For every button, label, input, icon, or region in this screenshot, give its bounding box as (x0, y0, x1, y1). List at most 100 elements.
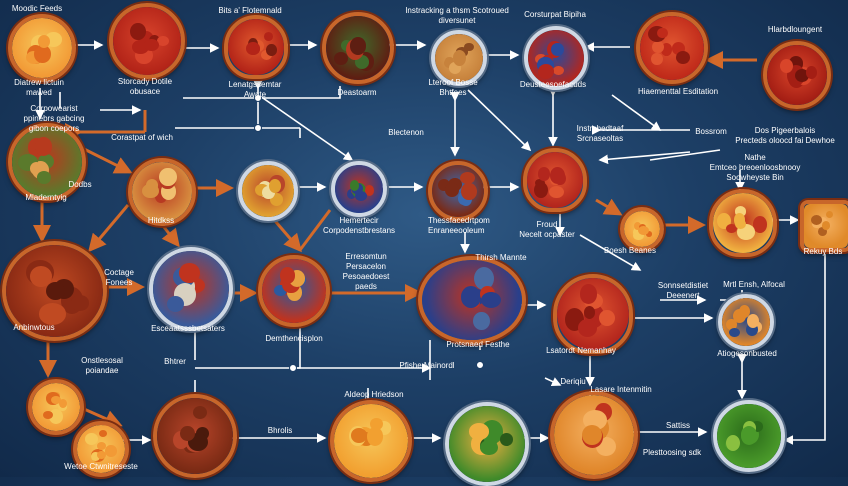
food-piece (91, 451, 100, 462)
food-piece (334, 51, 349, 65)
food-piece (70, 295, 90, 312)
node-29-food-plate (550, 391, 638, 479)
food-piece (366, 427, 383, 446)
node-03-food-plate (224, 15, 288, 79)
connector-arrow (268, 214, 302, 253)
diagram-label-35: Mrtl Ensh, Alfocal (723, 280, 785, 289)
food-piece (780, 59, 794, 73)
node-05-food-plate (431, 30, 487, 86)
food-piece (34, 45, 51, 63)
node-11-food-plate (238, 161, 298, 221)
diagram-label-34: Sonnsetdistiet Deeenert (657, 281, 709, 300)
food-piece (84, 433, 99, 446)
node-02-food-plate (109, 3, 185, 79)
node-28-food-plate (445, 402, 529, 486)
food-piece (30, 266, 53, 287)
plate-base (77, 425, 125, 473)
diagram-label-39: Protsnaed Festhe (446, 340, 510, 349)
diagram-label-29: Coctage Fonees (104, 268, 134, 287)
food-piece (145, 179, 159, 193)
food-piece (549, 185, 564, 198)
plate-base (326, 16, 390, 80)
food-piece (444, 57, 454, 68)
node-23-food-plate (718, 294, 774, 350)
node-04-food-plate (322, 12, 394, 84)
food-piece (538, 167, 550, 181)
food-piece (750, 421, 763, 432)
food-piece (37, 171, 51, 184)
plate-base (432, 165, 484, 217)
diagram-label-08: Deastoarm (337, 88, 377, 97)
food-piece (726, 223, 737, 234)
diagram-label-48: Wetoe Ctwnitreseste (64, 462, 138, 471)
food-piece (480, 439, 498, 456)
junction-dot (254, 124, 262, 132)
connector-arrow (783, 246, 826, 445)
food-piece (740, 426, 758, 446)
diagram-label-12: Deusteesoefacuds (519, 80, 587, 89)
diagram-label-09: Instracking a thsm Scotroued diversunet (405, 6, 509, 25)
plate-base (242, 165, 294, 217)
node-17-food-plate (800, 200, 848, 252)
connector-arrow (467, 89, 532, 152)
food-piece (46, 281, 65, 300)
plate-base (12, 127, 82, 197)
node-19-food-plate (149, 247, 233, 331)
connector-arrow (88, 204, 130, 253)
food-piece (633, 231, 644, 241)
food-piece (97, 451, 106, 460)
node-20-food-plate (258, 255, 330, 327)
diagram-label-45: Aldeop Hriedson (344, 390, 404, 399)
food-piece (156, 35, 169, 47)
food-piece (468, 423, 490, 440)
connector-arrow (544, 377, 562, 386)
food-piece (735, 218, 746, 229)
food-piece (651, 40, 664, 53)
connector-arrow (183, 86, 341, 99)
food-piece (263, 31, 274, 41)
plate-base (157, 398, 233, 474)
food-piece (105, 445, 117, 457)
node-07-food-plate (636, 12, 708, 84)
plate-base (804, 204, 848, 248)
diagram-label-13: Hlarbdloungent (767, 25, 823, 34)
node-24-food-plate (28, 379, 84, 435)
food-piece (192, 405, 207, 419)
diagram-label-38: Bhtrer (164, 357, 186, 366)
diagram-label-18: Mladerntyig (25, 193, 67, 202)
food-piece (746, 313, 759, 329)
food-piece (464, 42, 474, 51)
food-piece (598, 309, 616, 327)
diagram-label-20: Dos Pigeerbalois Precteds oloocd fai Dew… (735, 126, 835, 145)
diagram-label-26: Boesh Beanes (603, 246, 657, 255)
food-piece (354, 190, 367, 201)
node-12-food-plate (331, 161, 387, 217)
plate-base (624, 211, 660, 247)
food-piece (473, 266, 495, 291)
food-piece (273, 284, 287, 296)
food-piece (38, 303, 66, 325)
food-piece (130, 22, 147, 40)
diagram-label-23: Hemertecir Corpodenstbrestans (322, 216, 396, 235)
node-22-food-plate (553, 274, 633, 354)
food-piece (444, 183, 459, 197)
node-25-food-plate (73, 421, 129, 477)
node-30-food-plate (713, 400, 785, 472)
diagram-label-06: Storcady Dotile obusace (117, 77, 173, 96)
food-piece (552, 65, 564, 76)
food-piece (460, 286, 482, 308)
diagram-label-47: Plesttoosing sdk (642, 448, 702, 457)
node-10-food-plate (128, 158, 196, 226)
diagram-label-32: Esceaatsssbetsaters (151, 324, 225, 333)
food-piece (811, 214, 823, 225)
node-18-food-plate (1, 241, 107, 341)
plate-base (554, 395, 634, 475)
food-piece (349, 37, 366, 55)
plate-base (153, 251, 229, 327)
junction-dot (476, 361, 484, 369)
plate-base (5, 245, 103, 337)
food-piece (480, 291, 501, 309)
food-piece (638, 226, 649, 236)
food-piece (821, 220, 831, 230)
plate-base (262, 259, 326, 323)
